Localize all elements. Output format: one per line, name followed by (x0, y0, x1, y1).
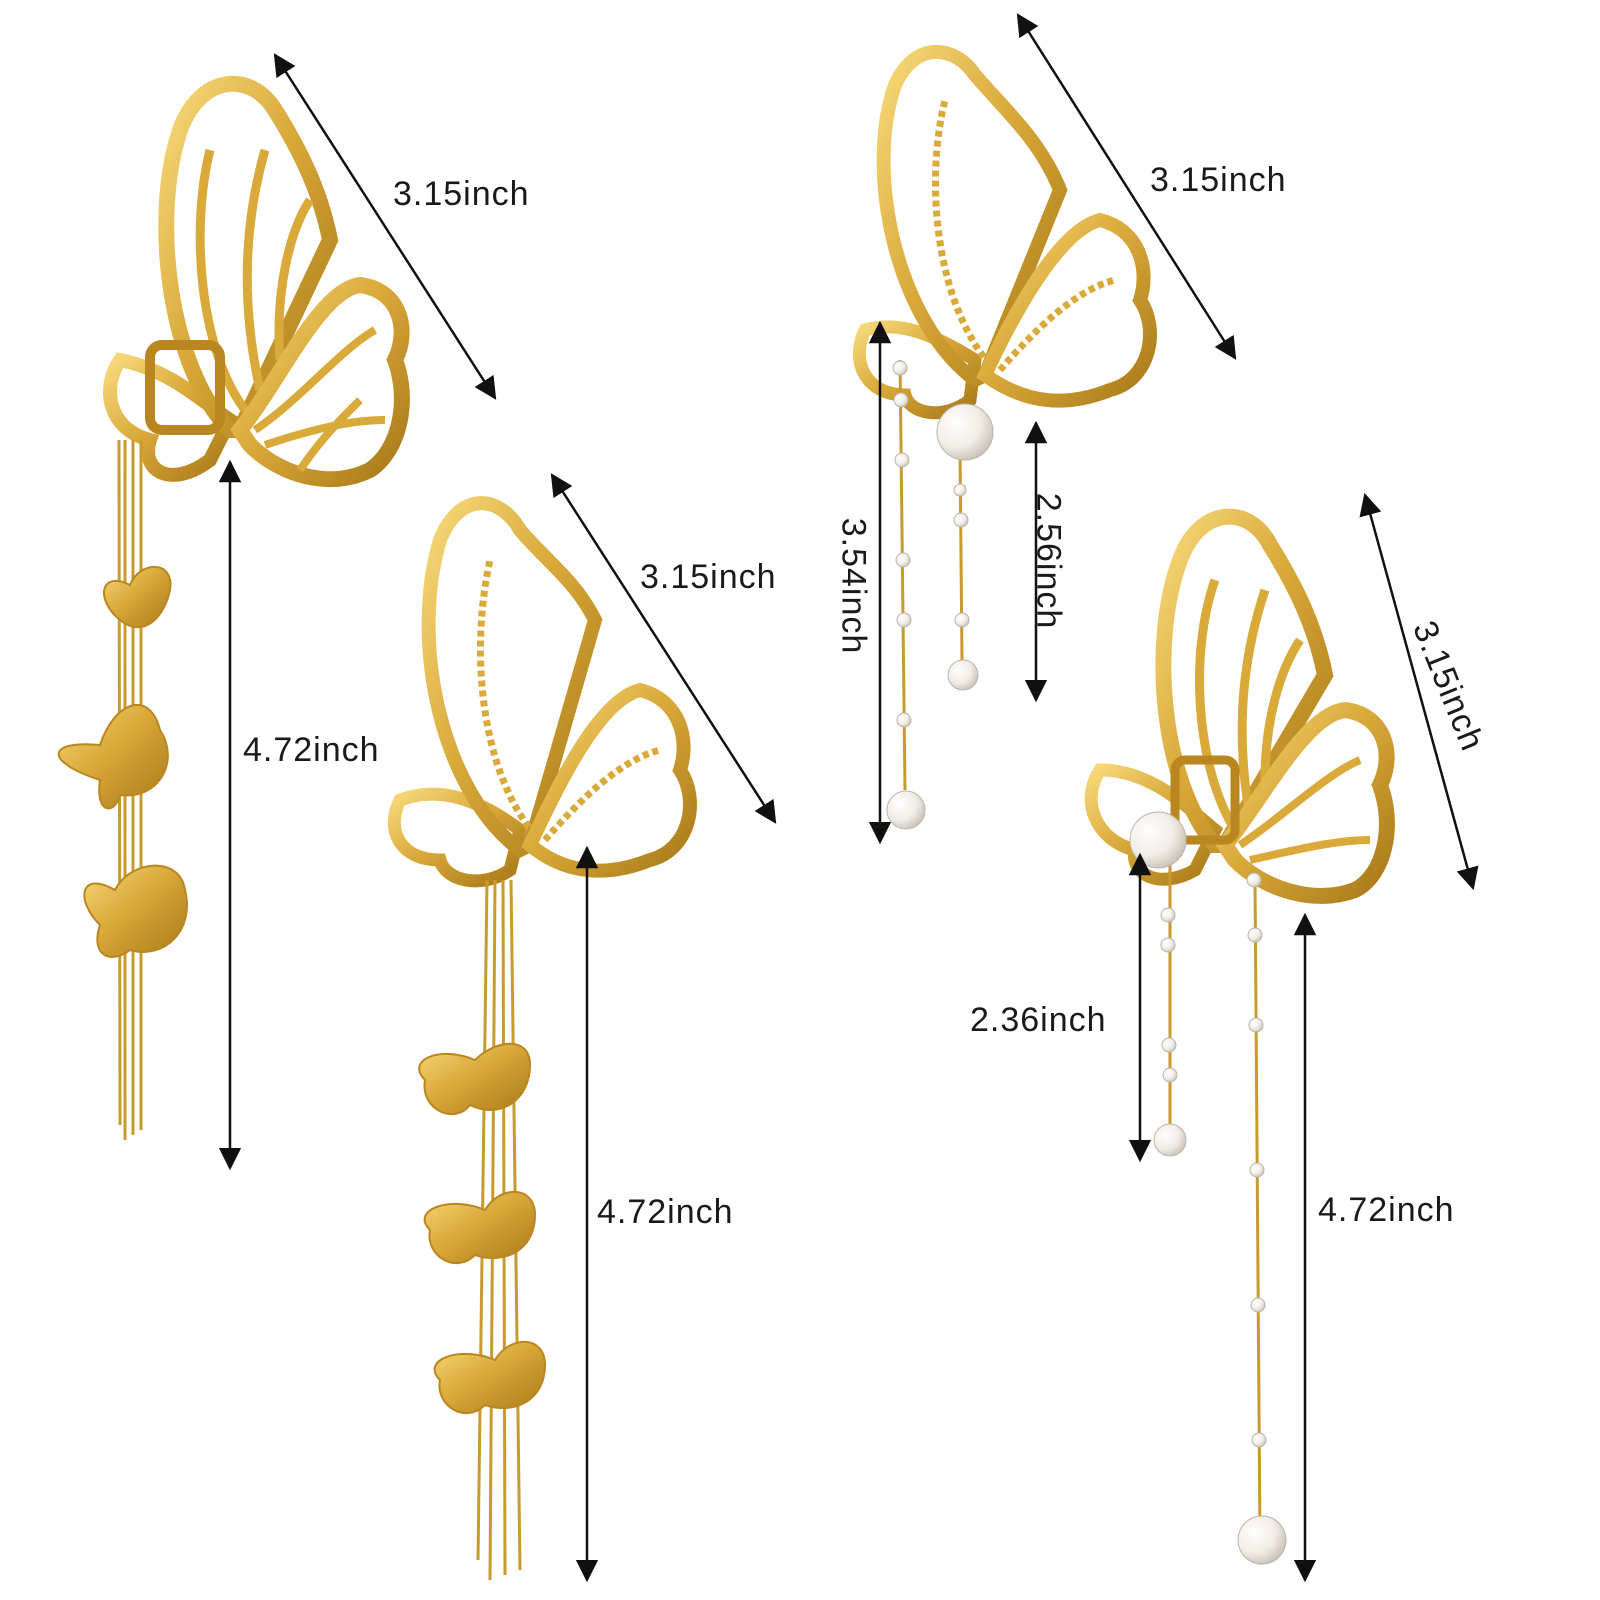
label-clip3-short: 2.56inch (1029, 492, 1068, 630)
clip-4 (1084, 508, 1395, 1565)
dimension-arrows (218, 13, 1479, 1583)
label-clip1-tassel: 4.72inch (243, 731, 380, 769)
label-clip1-width: 3.15inch (393, 175, 530, 213)
clip-2 (387, 496, 697, 1581)
arrow-clip1-width (273, 53, 497, 400)
label-clip2-tassel: 4.72inch (597, 1193, 734, 1231)
label-clip3-width: 3.15inch (1150, 161, 1287, 199)
label-clip4-short: 2.36inch (970, 1001, 1107, 1039)
clip-3 (852, 44, 1157, 830)
label-clip4-long: 4.72inch (1318, 1191, 1455, 1229)
arrow-clip4-width (1359, 492, 1479, 891)
label-clip2-width: 3.15inch (640, 558, 777, 596)
arrow-clip2-width (550, 473, 777, 824)
arrow-clip3-width (1016, 13, 1237, 360)
label-clip3-long: 3.54inch (834, 517, 873, 655)
